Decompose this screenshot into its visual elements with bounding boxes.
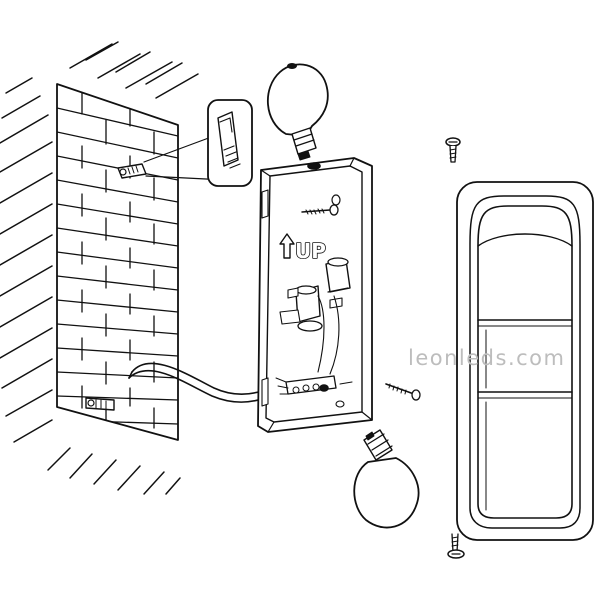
screw-bottom-icon [447,533,465,559]
wall-hatching [0,41,199,495]
light-bulb-icon [267,63,329,161]
up-label: UP [295,239,326,263]
light-bulb-bottom-icon [353,429,420,529]
brick-wall-icon [56,83,179,441]
back-box-icon: UP [257,157,373,433]
plug-zoom-callout [143,99,253,187]
screw-side-icon [385,383,421,401]
wall-plug-lower-icon [85,397,115,411]
screw-icon [445,137,461,163]
cover-plate-icon [456,181,594,541]
watermark-text: leonleds.com [408,346,566,370]
cable-icon [128,362,271,403]
wall-plug-icon [117,163,147,179]
